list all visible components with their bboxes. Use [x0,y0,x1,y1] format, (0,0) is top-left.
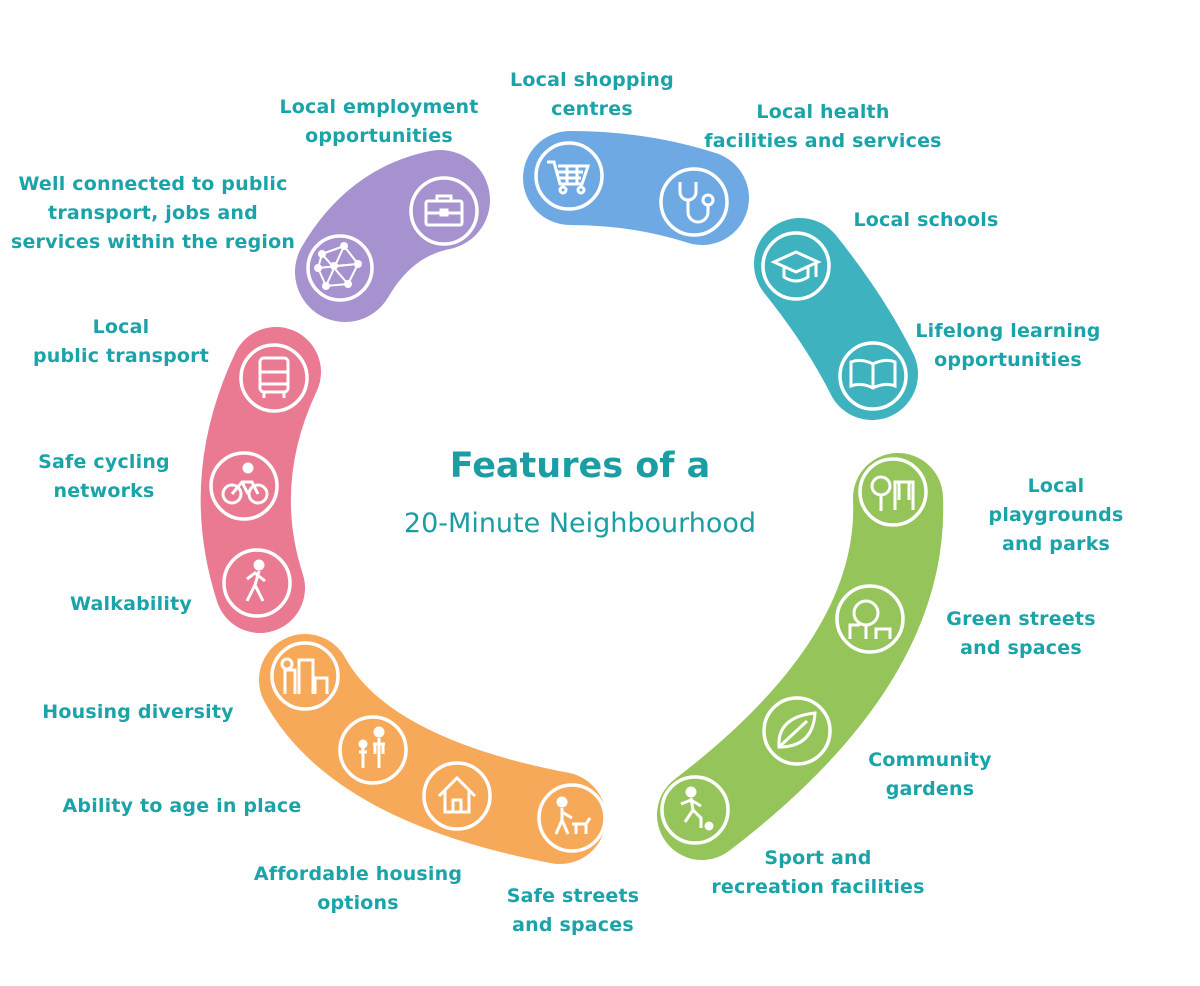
stethoscope-icon [659,167,729,237]
label-affordable-housing: Affordable housing options [253,863,463,914]
diagram-subtitle: 20-Minute Neighbourhood [403,508,757,539]
network-globe-icon [306,234,374,302]
pedestrian-icon [222,548,292,618]
label-sport-recreation: Sport and recreation facilities [711,847,925,898]
trees-icon [835,584,905,654]
house-icon [422,761,492,831]
bus-icon [239,343,309,413]
band-active-transport [200,327,321,633]
band-education [754,218,918,420]
label-local-health: Local health facilities and services [704,101,942,152]
diagram-title: Features of a [449,446,711,486]
label-local-schools: Local schools [853,209,999,231]
playground-icon [858,457,928,527]
person-walking-dog-icon [537,783,607,853]
open-book-icon [838,341,908,411]
label-local-shopping: Local shopping centres [510,69,674,120]
cyclist-icon [209,451,279,521]
label-walkability: Walkability [70,593,192,615]
leaf-icon [762,696,832,766]
label-local-public-transport: Local public transport [32,316,210,367]
graduation-cap-icon [761,231,831,301]
shopping-cart-icon [534,141,604,211]
label-housing-diversity: Housing diversity [42,701,234,723]
label-playgrounds-parks: Local playgrounds and parks [988,475,1124,555]
label-well-connected: Well connected to public transport, jobs… [10,173,296,253]
label-age-in-place: Ability to age in place [62,795,302,817]
band-housing-safety [259,634,606,864]
label-local-employment: Local employment opportunities [279,96,479,147]
soccer-player-icon [660,775,730,845]
label-safe-streets: Safe streets and spaces [506,885,640,936]
band-green-space [657,453,944,860]
buildings-icon [270,641,340,711]
label-lifelong-learning: Lifelong learning opportunities [915,320,1101,371]
label-safe-cycling: Safe cycling networks [38,451,170,502]
briefcase-icon [409,176,479,246]
family-icon [338,715,408,785]
label-green-streets: Green streets and spaces [946,608,1096,659]
label-community-gardens: Community gardens [868,749,992,800]
